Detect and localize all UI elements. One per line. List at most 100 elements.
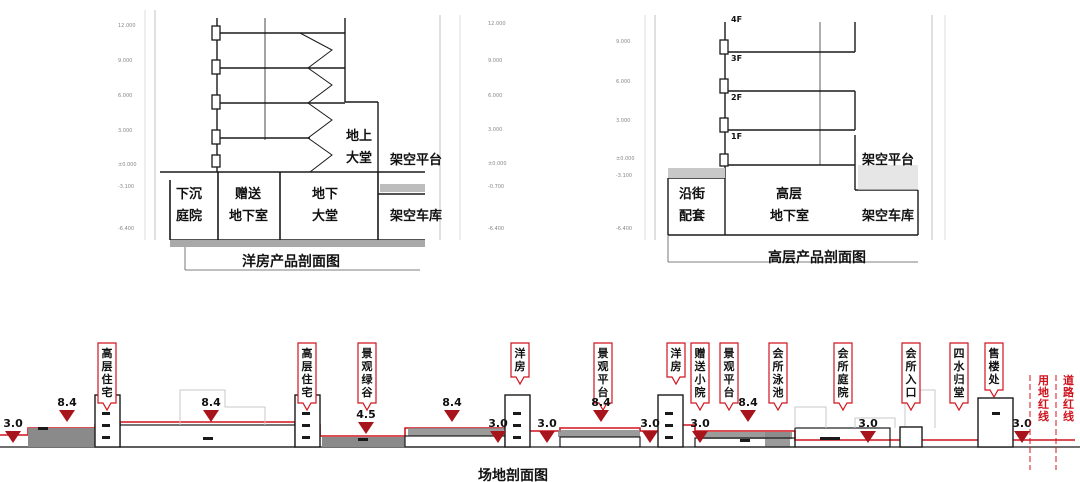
callout-char: 住 xyxy=(302,372,313,386)
label-garage: 架空车库 xyxy=(389,208,442,224)
elevation-triangle xyxy=(692,431,708,443)
highrise-elevations: 9.000 6.000 3.000 ±0.000 -3.100 -6.400 xyxy=(616,39,635,232)
elevation-marker: 8.4 xyxy=(738,396,758,422)
elevation-value: 3.0 xyxy=(537,417,557,430)
callout-char: 观 xyxy=(724,360,735,373)
callout-3: 洋房 xyxy=(510,342,530,386)
elevation-marker: 3.0 xyxy=(1012,417,1032,443)
elevation-tag: -3.100 xyxy=(616,173,632,179)
callout-char: 池 xyxy=(773,385,784,399)
highrise-windows xyxy=(719,39,729,167)
callout-char: 平 xyxy=(598,373,609,386)
callout-char: 处 xyxy=(988,372,1001,386)
elevation-marker: 3.0 xyxy=(690,417,710,443)
elevation-tag: -6.400 xyxy=(616,226,632,232)
elevation-marker: 8.4 xyxy=(201,396,221,422)
highrise-floors xyxy=(667,22,919,236)
elevation-marker: 4.5 xyxy=(356,408,376,434)
villa-slab-hatch xyxy=(380,184,425,192)
elevation-value: 3.0 xyxy=(858,417,878,430)
elevation-value: 8.4 xyxy=(591,396,611,409)
callout-char: 谷 xyxy=(362,385,374,399)
elevation-tag: -6.400 xyxy=(118,226,134,232)
callout-char: 台 xyxy=(724,385,735,399)
label-highrise-basement: 地下室 xyxy=(770,208,809,224)
label-bonus: 赠送 xyxy=(235,186,262,202)
villa-caption: 洋房产品剖面图 xyxy=(242,253,340,270)
elevation-value: 3.0 xyxy=(1012,417,1032,430)
highrise-street-hatch xyxy=(668,168,725,178)
highrise-platform-hatch xyxy=(858,165,918,190)
callout-char: 归 xyxy=(954,372,965,386)
elevation-tag: -3.100 xyxy=(118,184,134,190)
callout-char: 会 xyxy=(838,346,850,360)
callout-char: 会 xyxy=(906,346,918,360)
callout-5: 洋房 xyxy=(666,342,686,386)
elevation-value: 3.0 xyxy=(640,417,660,430)
label-above-ground: 地上 xyxy=(346,128,372,144)
label-highrise: 高层 xyxy=(776,186,802,202)
elevation-value: 4.5 xyxy=(356,408,376,421)
site-section: 高层住宅高层住宅景观绿谷洋房景观平台洋房赠送小院景观平台会所泳池会所庭院会所入口… xyxy=(0,342,1080,482)
elevation-tag: 12.000 xyxy=(488,21,506,27)
callout-char: 景 xyxy=(597,347,609,360)
highrise-caption: 高层产品剖面图 xyxy=(768,249,866,266)
elevation-value: 8.4 xyxy=(442,396,462,409)
site-callouts: 高层住宅高层住宅景观绿谷洋房景观平台洋房赠送小院景观平台会所泳池会所庭院会所入口… xyxy=(97,342,1004,412)
elevation-marker: 3.0 xyxy=(3,417,23,443)
callout-char: 台 xyxy=(598,385,609,399)
elevation-marker: 8.4 xyxy=(442,396,462,422)
elevation-tag: 3.000 xyxy=(118,128,132,134)
elevation-tag: ±0.000 xyxy=(616,156,635,162)
callout-char: 入 xyxy=(906,373,917,386)
callout-char: 洋 xyxy=(671,346,682,360)
callout-char: 绿 xyxy=(362,372,374,386)
elevation-tag: 6.000 xyxy=(616,79,630,85)
elevation-triangle xyxy=(358,422,374,434)
callout-char: 景 xyxy=(723,347,735,360)
elevation-triangle xyxy=(860,431,876,443)
label-hr-platform: 架空平台 xyxy=(861,152,914,168)
elevation-tag: 6.000 xyxy=(488,93,502,99)
villa-section: 12.000 9.000 6.000 3.000 ±0.000 -3.100 -… xyxy=(118,10,507,271)
floor-label: 2F xyxy=(731,93,742,102)
floor-label: 1F xyxy=(731,132,742,141)
callout-char: 庭 xyxy=(838,372,849,386)
elevation-marker: 8.4 xyxy=(591,396,611,422)
elevation-tag: 9.000 xyxy=(488,58,502,64)
callout-char: 售 xyxy=(988,346,1000,360)
callout-char: 小 xyxy=(694,372,706,386)
elevation-marker: 3.0 xyxy=(537,417,557,443)
callout-char: 高 xyxy=(302,346,313,360)
elevation-tag: ±0.000 xyxy=(118,162,137,168)
callout-char: 层 xyxy=(301,360,313,373)
elevation-tag: 3.000 xyxy=(616,118,630,124)
elevation-tag: 12.000 xyxy=(118,23,136,29)
callout-char: 宅 xyxy=(102,385,113,399)
label-hr-garage: 架空车库 xyxy=(861,208,914,224)
label-platform: 架空平台 xyxy=(389,152,442,168)
elevation-value: 8.4 xyxy=(201,396,221,409)
site-boundary-label: 用地红线 xyxy=(1038,374,1049,423)
callout-char: 送 xyxy=(694,359,707,373)
villa-upper-floors xyxy=(216,18,379,173)
villa-basement xyxy=(160,171,425,241)
elevation-tag: -6.400 xyxy=(488,226,504,232)
elevation-triangle xyxy=(539,431,555,443)
elevation-tag: 3.000 xyxy=(488,127,502,133)
elevation-tag: 9.000 xyxy=(118,58,132,64)
road-boundary-label: 道路红线 xyxy=(1063,373,1075,423)
elevation-value: 8.4 xyxy=(57,396,77,409)
callout-char: 赠 xyxy=(695,346,706,360)
site-caption: 场地剖面图 xyxy=(478,467,548,482)
callout-char: 四 xyxy=(954,347,965,360)
